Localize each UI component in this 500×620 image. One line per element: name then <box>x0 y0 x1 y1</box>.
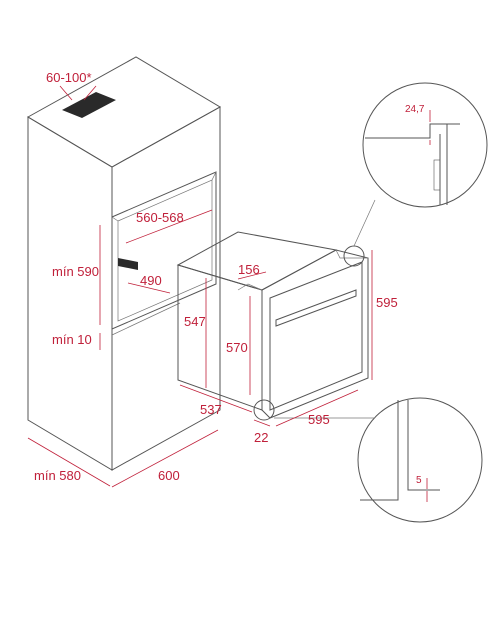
label-niche-width: 560-568 <box>136 210 184 225</box>
detail-top-label: 24,7 <box>405 104 425 115</box>
dimension-labels: 60-100* 560-568 mín 590 490 mín 10 mín 5… <box>34 70 398 483</box>
label-min-580: mín 580 <box>34 468 81 483</box>
detail-top: 24,7 <box>353 82 488 247</box>
detail-bottom-label: 5 <box>416 475 422 486</box>
label-595-right: 595 <box>376 295 398 310</box>
tall-cabinet <box>26 56 222 471</box>
label-537: 537 <box>200 402 222 417</box>
niche-strip <box>118 258 138 270</box>
label-570: 570 <box>226 340 248 355</box>
dimension-lines <box>27 85 373 488</box>
label-595-bottom: 595 <box>308 412 330 427</box>
label-547: 547 <box>184 314 206 329</box>
detail-bottom: 5 <box>274 397 483 523</box>
label-22: 22 <box>254 430 268 445</box>
ventilation-slot <box>62 92 116 118</box>
label-ventilation: 60-100* <box>46 70 92 85</box>
label-min-10: mín 10 <box>52 332 92 347</box>
detail-marker-bottom <box>253 399 275 421</box>
label-156: 156 <box>238 262 260 277</box>
oven <box>176 231 369 421</box>
label-490: 490 <box>140 273 162 288</box>
label-600: 600 <box>158 468 180 483</box>
label-min-590: mín 590 <box>52 264 99 279</box>
